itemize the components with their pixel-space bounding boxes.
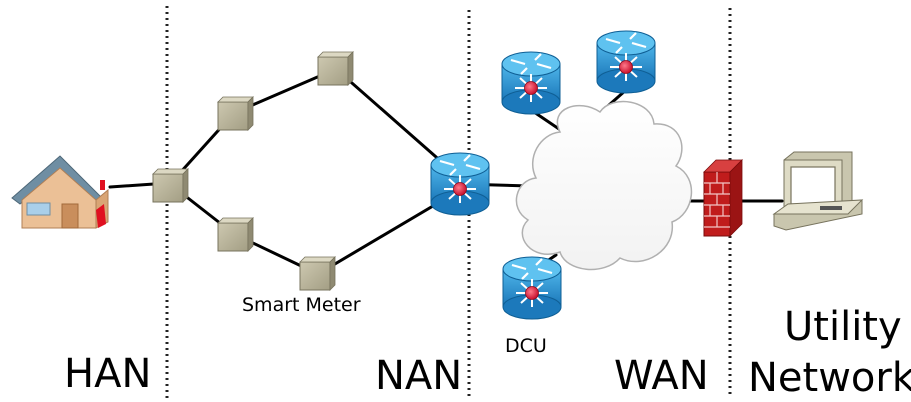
router-icon <box>501 255 563 321</box>
smart-meter-icon <box>217 96 254 131</box>
computer-icon <box>772 151 864 231</box>
dcu-label: DCU <box>505 335 547 357</box>
smart-meter-icon <box>299 256 336 291</box>
zone-label-utility-line2: Network <box>748 355 911 401</box>
zone-separators <box>165 6 732 398</box>
zone-label-nan: NAN <box>375 353 462 399</box>
smart-meter-icon <box>317 51 354 86</box>
router-icon <box>595 29 657 95</box>
house-icon <box>11 155 109 229</box>
cloud-icon <box>515 100 693 271</box>
smart-meter-icon <box>152 168 189 203</box>
zone-label-utility-line1: Utility <box>784 304 902 350</box>
router-icon <box>500 50 562 116</box>
smart-meter-icon <box>217 217 254 252</box>
zone-label-wan: WAN <box>614 353 709 399</box>
zone-label-han: HAN <box>64 351 151 397</box>
firewall-icon <box>703 159 743 237</box>
smart-meter-label: Smart Meter <box>242 294 361 316</box>
router-icon <box>429 151 491 217</box>
